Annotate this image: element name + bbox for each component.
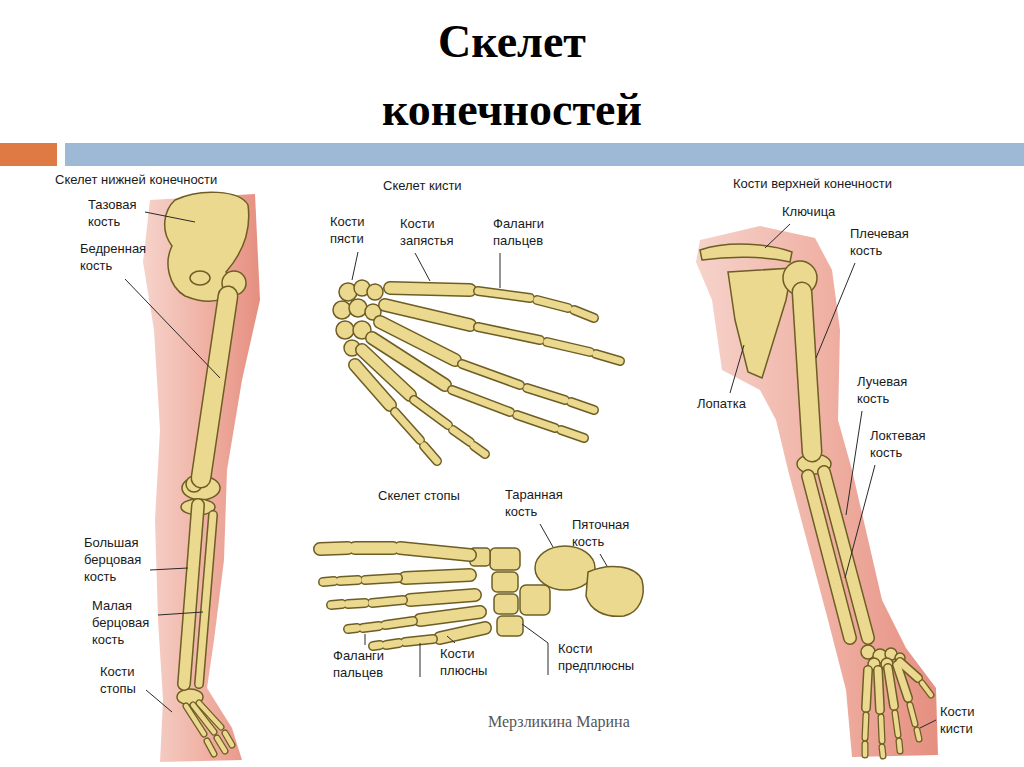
accent-bar [0,143,57,166]
illustration-part [336,321,354,339]
illustration-part [522,624,548,643]
illustration-part [190,271,210,285]
part-label: Кости стопы [100,664,150,698]
illustration-part [158,612,203,615]
part-label: Лопатка [697,396,746,413]
illustration-part [490,548,520,570]
illustration-part [540,524,553,547]
illustration-part [365,634,366,645]
illustration-part [145,212,195,222]
illustration-part [700,244,792,262]
part-label: Кости предплюсны [558,641,643,675]
header-bar [65,143,1024,166]
illustration-part [184,288,868,684]
illustration-part [199,291,918,710]
illustration-part [146,690,172,712]
illustration-part [352,252,358,280]
section-heading: Кости верхней конечности [733,176,892,193]
illustration-part [920,720,936,728]
illustration-part [492,572,518,592]
part-label: Плечевая кость [850,226,925,260]
illustration-part [500,253,501,288]
illustration-part [349,299,367,317]
part-label: Кости плюсны [440,646,500,680]
illustration-part [186,683,931,756]
bone-shapes [165,192,905,705]
illustration-part [730,345,744,393]
illustration-part [520,585,550,615]
illustration-part [535,546,595,590]
illustration-part [765,224,790,248]
part-label: Фаланги пальцев [493,216,565,250]
part-label: Кости запястья [400,216,472,250]
part-label: Ключица [782,204,835,221]
illustration-part [165,192,249,301]
part-label: Тазовая кость [88,197,150,231]
illustration-part [415,253,430,281]
illustration-part [586,566,643,616]
part-label: Лучевая кость [857,374,927,408]
section-heading: Скелет кисти [383,178,462,195]
section-heading: Скелет стопы [378,488,460,505]
illustration-part [728,268,792,378]
slide-title: Скелет конечностей [362,8,662,144]
illustration-part [367,284,383,300]
leader-lines [125,212,936,728]
illustration-part [186,683,931,756]
part-label: Кости кисти [940,704,992,738]
part-label: Большая берцовая кость [84,535,156,586]
illustration-part [846,411,862,515]
illustration-part [150,568,188,570]
part-label: Малая берцовая кость [92,598,160,649]
part-label: Кости пясти [330,214,382,248]
illustration-part [816,263,855,358]
illustration-part [447,636,455,643]
illustration-part [497,616,523,636]
part-label: Таранная кость [505,487,580,521]
part-label: Бедренная кость [80,241,160,275]
section-heading: Скелет нижней конечности [55,172,217,189]
part-label: Локтевая кость [870,428,945,462]
illustration-part [184,288,868,684]
illustration-part [125,279,220,378]
illustration-part [494,594,518,614]
part-label: Фаланги пальцев [333,648,403,682]
long-bones [184,288,931,756]
illustration-part [600,554,607,566]
illustration-part [199,291,918,710]
illustration-part [420,643,421,677]
author-watermark: Мерзликина Марина [488,712,630,733]
illustration-part [333,301,351,319]
illustration-part [845,465,875,578]
illustration-part [548,643,549,675]
part-label: Пяточная кость [572,517,647,551]
